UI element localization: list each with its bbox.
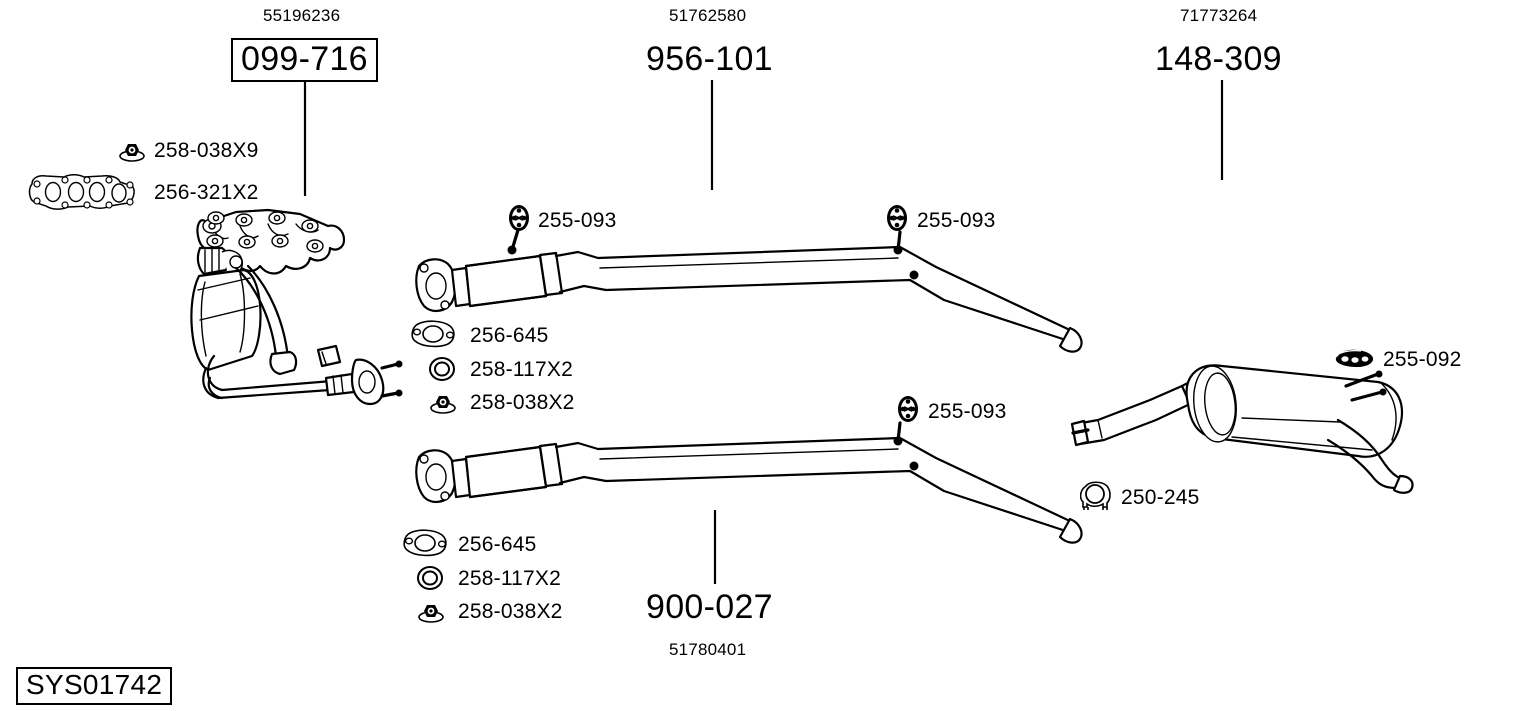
manifold-gasket-icon	[24, 172, 140, 217]
part-number-148-309[interactable]: 148-309	[1155, 40, 1282, 78]
rubber-mount-icon	[1333, 348, 1375, 375]
part-label-255-093-c: 255-093	[928, 400, 1007, 423]
oval-gasket-icon	[408, 320, 458, 353]
part-label-256-645-b: 256-645	[458, 533, 537, 556]
centre-pipe-lower-artwork	[415, 421, 1083, 544]
oval-gasket-icon	[400, 529, 450, 562]
part-label-256-645-a: 256-645	[470, 324, 549, 347]
part-number-099-716[interactable]: 099-716	[231, 38, 378, 82]
part-number-900-027[interactable]: 900-027	[646, 588, 773, 626]
part-label-255-092: 255-092	[1383, 348, 1462, 371]
rubber-hanger-icon	[897, 395, 919, 428]
part-label-258-038X2-b: 258-038X2	[458, 600, 563, 623]
part-label-258-038X2-a: 258-038X2	[470, 391, 575, 414]
rubber-hanger-icon	[886, 204, 908, 237]
oem-code-099-716: 55196236	[263, 6, 341, 25]
part-label-255-093-b: 255-093	[917, 209, 996, 232]
part-label-258-117X2-a: 258-117X2	[470, 358, 573, 381]
part-label-255-093-a: 255-093	[538, 209, 617, 232]
catalytic-converter-artwork	[190, 208, 403, 406]
front-pipe-upper-artwork	[415, 228, 1083, 353]
flange-nut-icon	[418, 599, 444, 628]
rubber-hanger-icon	[508, 204, 530, 237]
part-label-256-321X2: 256-321X2	[154, 181, 259, 204]
washer-ring-icon	[428, 356, 456, 387]
flange-nut-icon	[430, 390, 456, 419]
part-number-956-101[interactable]: 956-101	[646, 40, 773, 78]
oem-code-900-027: 51780401	[669, 640, 747, 659]
part-label-258-038X9: 258-038X9	[154, 139, 259, 162]
pipe-clamp-icon	[1079, 480, 1114, 517]
oem-code-956-101: 51762580	[669, 6, 747, 25]
flange-nut-icon	[119, 138, 145, 167]
washer-ring-icon	[416, 565, 444, 596]
oem-code-148-309: 71773264	[1180, 6, 1258, 25]
part-label-250-245: 250-245	[1121, 486, 1200, 509]
part-label-258-117X2-b: 258-117X2	[458, 567, 561, 590]
rear-silencer-artwork	[1070, 364, 1414, 494]
system-code-badge[interactable]: SYS01742	[16, 667, 173, 705]
